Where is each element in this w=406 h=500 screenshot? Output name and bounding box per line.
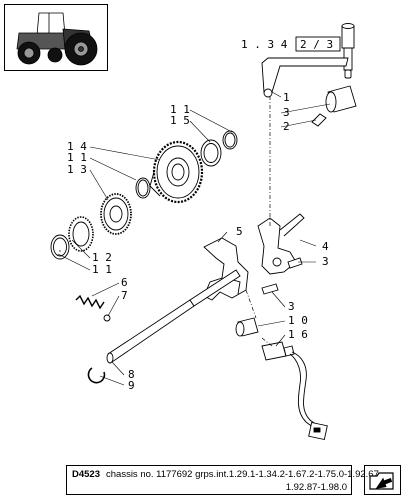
callout-15: 1 5	[170, 114, 190, 127]
footer-caption: D4523 chassis no. 1177692 grps.int.1.29.1…	[66, 465, 379, 495]
synchro-ring-part	[68, 216, 94, 252]
large-gear-part	[149, 140, 204, 204]
ball-part	[103, 314, 111, 322]
callout-16: 1 6	[288, 328, 308, 341]
snap-ring-part-11-mid	[135, 177, 151, 199]
page-reference-prefix: 1 . 3 4 .	[241, 38, 301, 51]
callout-3a: 3	[283, 106, 290, 119]
shift-rod-part	[106, 269, 241, 364]
folder-arrow-icon	[369, 472, 394, 490]
callout-4: 4	[322, 240, 329, 253]
next-page-button[interactable]	[364, 465, 401, 495]
callout-2: 2	[283, 120, 290, 133]
callout-7: 7	[121, 289, 128, 302]
pin-part-3	[261, 283, 279, 295]
page-reference-box-label[interactable]: 2 / 3	[300, 38, 333, 51]
callout-10: 1 0	[288, 314, 308, 327]
callout-13: 1 3	[67, 163, 87, 176]
callout-11c: 1 1	[92, 263, 112, 276]
spring-part	[75, 294, 105, 310]
callout-3b: 3	[322, 255, 329, 268]
pin-part-4	[287, 257, 303, 269]
footer-code: D4523	[72, 469, 100, 480]
circlip-part	[87, 367, 106, 384]
centerline-axis	[59, 96, 273, 347]
page-reference: 1 . 3 4 . 2 / 3	[241, 36, 341, 52]
snap-ring-part-11-low	[50, 234, 70, 260]
shift-lever-part	[261, 23, 357, 127]
sleeve-part	[235, 317, 259, 337]
synchro-hub-part	[100, 193, 132, 235]
footer-line2: 1.92.87-1.98.0	[285, 482, 347, 493]
switch-sensor-part	[261, 341, 328, 441]
footer-line1: D4523 chassis no. 1177692 grps.int.1.29.1…	[72, 468, 379, 481]
tractor-thumbnail	[4, 4, 108, 71]
ring-part-15	[200, 139, 222, 167]
callout-6: 6	[121, 276, 128, 289]
callout-12: 1 2	[92, 251, 112, 264]
callout-11b: 1 1	[67, 151, 87, 164]
callout-14: 1 4	[67, 140, 87, 153]
callout-11a: 1 1	[170, 103, 190, 116]
callout-5: 5	[236, 225, 243, 238]
callout-numbers: 1 3 2 1 1 1 5 1 4 1 1 1 3 1 2 1 1 6 7 5 …	[67, 91, 329, 392]
callout-3c: 3	[288, 300, 295, 313]
snap-ring-part-11-top	[222, 130, 238, 150]
footer-chassis-text: chassis no. 1177692 grps.int.1.29.1-1.34…	[106, 469, 379, 480]
leader-lines	[57, 91, 331, 386]
tractor-thumbnail-icon	[16, 12, 98, 66]
callout-8: 8	[128, 368, 135, 381]
callout-1: 1	[283, 91, 290, 104]
callout-9: 9	[128, 379, 135, 392]
